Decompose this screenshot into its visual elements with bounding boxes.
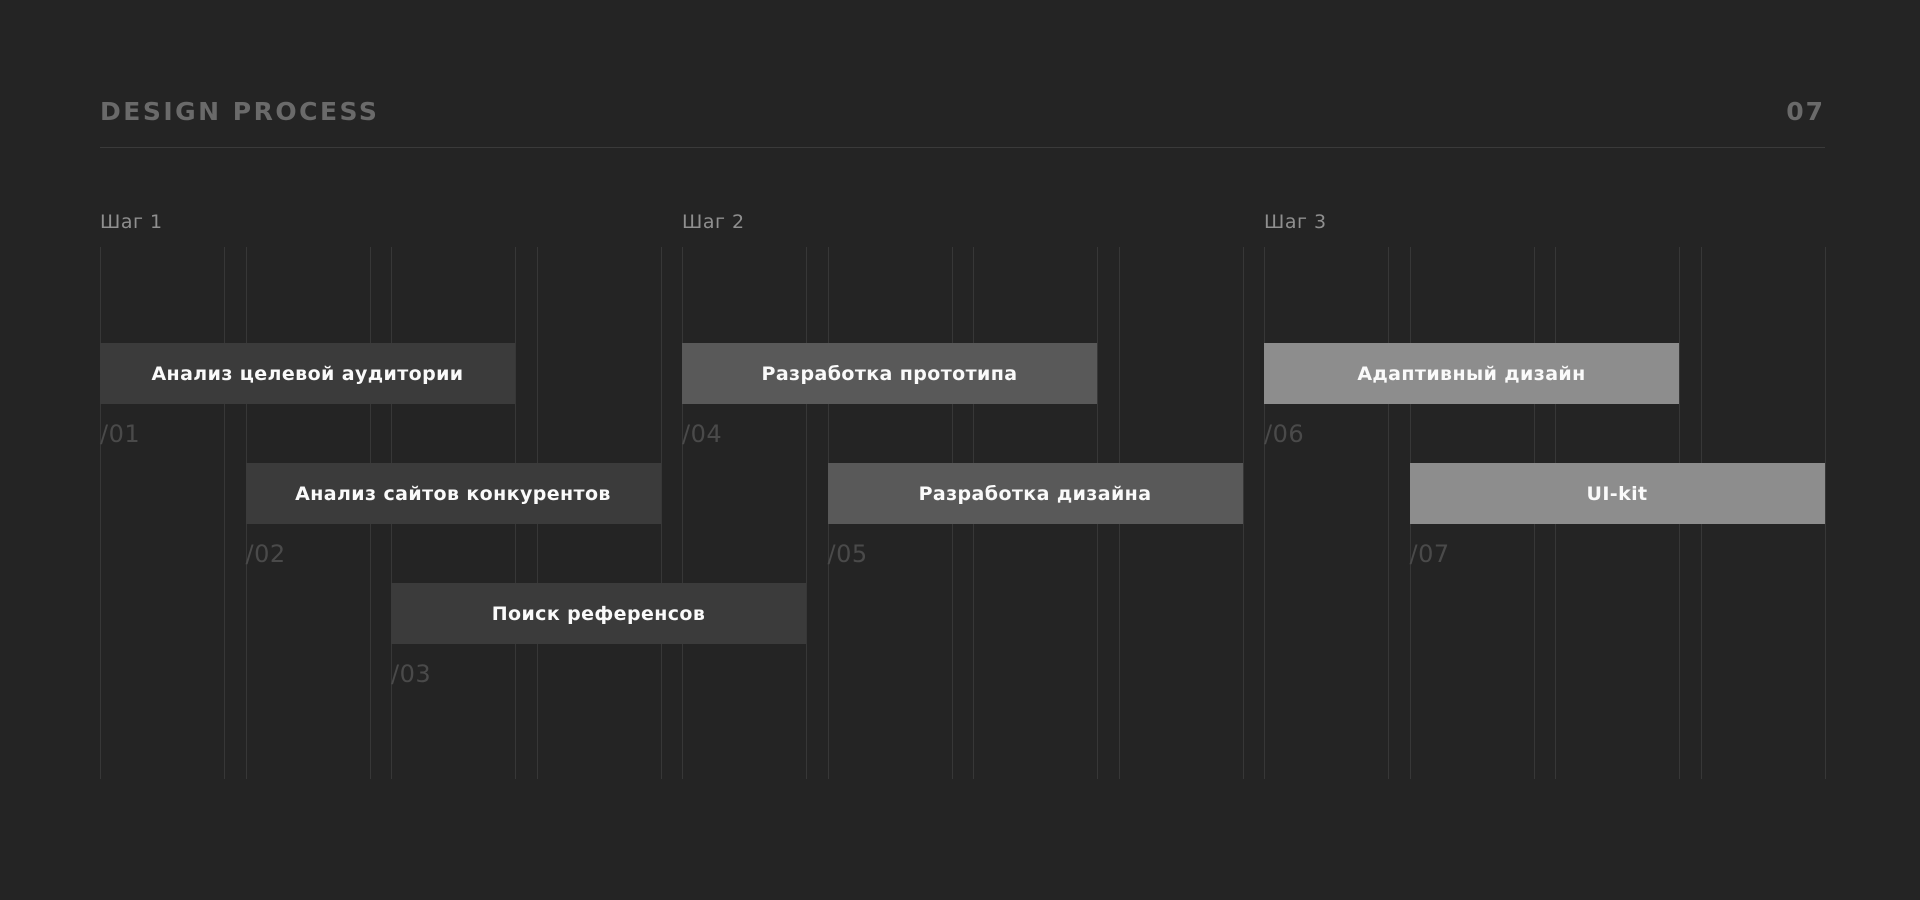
task-bar-label: UI-kit [1586, 482, 1648, 505]
grid-column-line [806, 247, 807, 779]
task-bar: Разработка прототипа [682, 343, 1097, 404]
task-bar-label: Анализ сайтов конкурентов [295, 482, 611, 505]
task-bar: Адаптивный дизайн [1264, 343, 1679, 404]
task-bar: UI-kit [1409, 463, 1825, 524]
task-bar: Поиск референсов [391, 583, 806, 644]
section-label-step-1: Шаг 1 [100, 211, 163, 233]
task-bar: Анализ целевой аудитории [100, 343, 515, 404]
grid-column-line [682, 247, 683, 779]
task-number: /07 [1409, 540, 1450, 568]
header-divider [100, 147, 1825, 148]
task-bar-label: Разработка прототипа [761, 362, 1018, 385]
task-number: /02 [245, 540, 286, 568]
task-bar-label: Поиск референсов [491, 602, 706, 625]
task-bar: Разработка дизайна [827, 463, 1243, 524]
task-bar: Анализ сайтов конкурентов [245, 463, 661, 524]
task-number: /04 [682, 420, 723, 448]
task-bar-label: Адаптивный дизайн [1357, 362, 1586, 385]
task-bar-label: Разработка дизайна [918, 482, 1152, 505]
task-number: /01 [100, 420, 141, 448]
grid-column-line [1264, 247, 1265, 779]
grid-column-line [660, 247, 662, 779]
grid-column-line [1388, 247, 1389, 779]
task-bar-label: Анализ целевой аудитории [151, 362, 464, 385]
task-number: /06 [1264, 420, 1305, 448]
grid-column-line [100, 247, 101, 779]
section-label-step-2: Шаг 2 [682, 211, 745, 233]
grid-column-line [1242, 247, 1244, 779]
grid-column-line [224, 247, 225, 779]
grid-column-line [1824, 247, 1826, 779]
task-number: /03 [391, 660, 432, 688]
task-number: /05 [827, 540, 868, 568]
section-label-step-3: Шаг 3 [1264, 211, 1327, 233]
page-number: 07 [1786, 97, 1825, 126]
page-title: DESIGN PROCESS [100, 97, 380, 126]
